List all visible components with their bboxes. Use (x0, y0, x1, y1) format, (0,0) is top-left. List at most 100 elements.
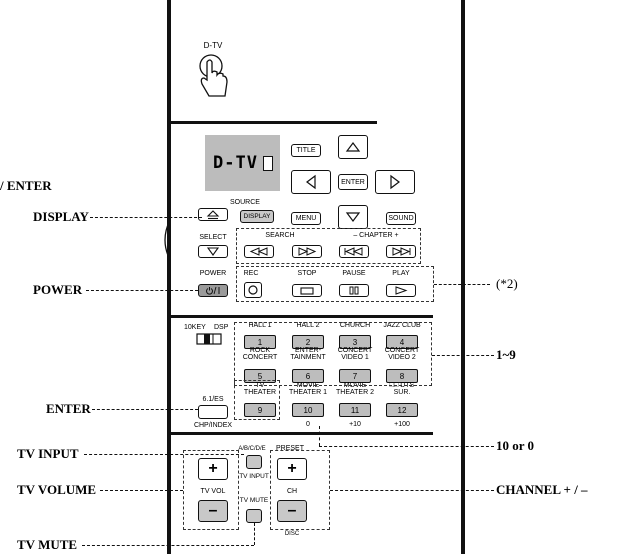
fast-forward-icon (298, 247, 317, 256)
divider-mid (171, 315, 433, 318)
title-button[interactable]: TITLE (291, 144, 321, 157)
number-key-10[interactable]: 10 (292, 403, 324, 417)
tv-volume-minus: – (208, 502, 218, 519)
callout-display: DISPLAY (33, 209, 89, 224)
chapter-next-icon (392, 247, 411, 256)
key-label-6: ENTER- TAINMENT (290, 347, 326, 361)
leader-enter (92, 409, 198, 410)
remote-side-bulge (164, 219, 171, 261)
number-key-12[interactable]: 12 (386, 403, 418, 417)
keypad-group (234, 322, 432, 386)
six-one-es-button[interactable] (198, 405, 228, 419)
left-arrow-icon (306, 174, 316, 190)
number-key-6[interactable]: 6 (292, 369, 324, 383)
ch-label: CH (286, 488, 298, 495)
channel-down-button[interactable]: – (277, 500, 307, 522)
pause-button[interactable] (339, 284, 369, 297)
leader-tv-mute (82, 545, 254, 546)
stop-label: STOP (297, 270, 317, 277)
tv-volume-up-button[interactable]: + (198, 458, 228, 480)
channel-minus: – (287, 502, 297, 519)
power-label: POWER (199, 270, 227, 277)
leader-tv-input (84, 454, 244, 455)
callout-tv-mute: TV MUTE (17, 537, 78, 552)
leader-display (90, 217, 202, 218)
stop-button[interactable] (292, 284, 322, 297)
channel-up-button[interactable]: + (277, 458, 307, 480)
power-button[interactable] (198, 284, 228, 297)
right-arrow-icon (390, 174, 400, 190)
number-key-7[interactable]: 7 (339, 369, 371, 383)
key-label-4: JAZZ CLUB (383, 322, 421, 329)
dsp-label: DSP (214, 324, 229, 331)
source-label: SOURCE (230, 199, 260, 206)
tv-input-button[interactable] (246, 455, 262, 469)
callout-note2: (*2) (496, 276, 518, 291)
down-button[interactable] (338, 205, 368, 229)
key-sublabel-12: +100 (394, 421, 410, 428)
rec-icon (248, 285, 258, 295)
tv-vol-label: TV VOL (200, 488, 226, 495)
search-chapter-group (236, 228, 421, 264)
callout-one-nine: 1~9 (496, 347, 516, 362)
rec-button[interactable] (244, 282, 262, 298)
callout-enter: ENTER (46, 401, 91, 416)
enter-button[interactable]: ENTER (338, 174, 368, 190)
display-window-text: D-TV (213, 153, 258, 173)
tv-cluster-group (183, 450, 239, 530)
leader-ten-vertical (319, 426, 320, 446)
rec-label: REC (243, 270, 259, 277)
sound-button[interactable]: SOUND (386, 212, 416, 225)
up-button[interactable] (338, 135, 368, 159)
pause-label: PAUSE (342, 270, 366, 277)
callout-enter-top: / ENTER (0, 178, 52, 193)
up-arrow-icon (345, 142, 361, 152)
chp-index-label: CHP/INDEX (193, 422, 233, 429)
menu-button[interactable]: MENU (291, 212, 321, 225)
tv-volume-down-button[interactable]: – (198, 500, 228, 522)
number-key-5[interactable]: 5 (244, 369, 276, 383)
display-window-cursor (263, 156, 273, 171)
callout-power: POWER (33, 282, 83, 297)
down-arrow-icon (345, 212, 361, 222)
abcde-label: A/B/C/D/E (238, 446, 266, 452)
chapter-prev-button[interactable] (339, 245, 369, 258)
number-key-4[interactable]: 4 (386, 335, 418, 349)
play-button[interactable] (386, 284, 416, 297)
display-button[interactable]: DISPLAY (240, 210, 274, 223)
slide-switch-icon[interactable] (196, 333, 222, 345)
number-key-3[interactable]: 3 (339, 335, 371, 349)
tv-mute-button[interactable] (246, 509, 262, 523)
source-up-button[interactable] (198, 208, 228, 221)
divider-low (171, 432, 433, 435)
left-button[interactable] (291, 170, 331, 194)
fast-forward-button[interactable] (292, 245, 322, 258)
play-label: PLAY (392, 270, 410, 277)
remote-right-edge (461, 0, 465, 554)
key-label-3: CHURCH (339, 322, 371, 329)
number-key-9[interactable]: 9 (244, 403, 276, 417)
number-key-1[interactable]: 1 (244, 335, 276, 349)
rewind-button[interactable] (244, 245, 274, 258)
tenkey-label: 10KEY (184, 324, 206, 331)
key-label-8: CONCERT VIDEO 2 (384, 347, 420, 361)
select-down-button[interactable] (198, 245, 228, 258)
pause-icon (349, 286, 359, 295)
key-sublabel-11: +10 (349, 421, 361, 428)
disc-label: DISC (284, 531, 300, 537)
remote-left-edge (167, 0, 171, 554)
number-key-11[interactable]: 11 (339, 403, 371, 417)
stop-icon (300, 286, 314, 295)
right-button[interactable] (375, 170, 415, 194)
transport-group (236, 266, 434, 302)
tv-input-label: TV INPUT (239, 473, 269, 480)
leader-one-nine (432, 355, 494, 356)
number-key-2[interactable]: 2 (292, 335, 324, 349)
number-key-8[interactable]: 8 (386, 369, 418, 383)
leader-power (86, 290, 198, 291)
key-label-1: HALL 1 (248, 322, 272, 329)
hand-press-icon[interactable] (195, 52, 235, 108)
chapter-next-button[interactable] (386, 245, 416, 258)
rewind-icon (249, 247, 268, 256)
display-window: D-TV (205, 135, 280, 191)
